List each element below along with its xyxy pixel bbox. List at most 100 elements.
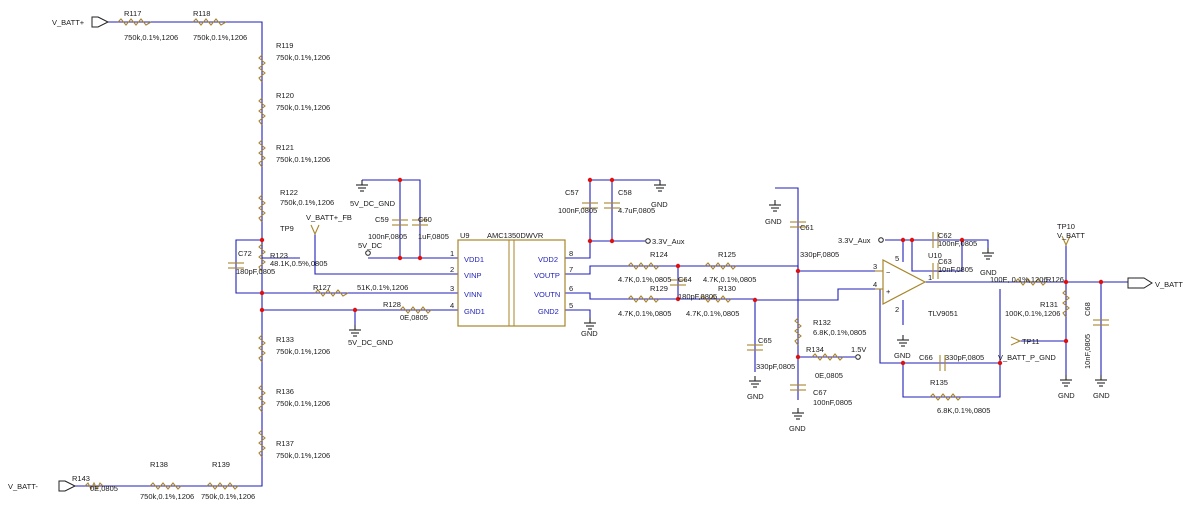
gnd-label-c62: GND xyxy=(980,268,997,277)
r127-value: 51K,0.1%,1206 xyxy=(357,283,408,292)
r123-value: 48.1K,0.5%,0805 xyxy=(270,259,328,268)
r137-ref: R137 xyxy=(276,439,294,448)
r134-value: 0E,0805 xyxy=(815,371,843,380)
r128-ref: R128 xyxy=(383,300,401,309)
r139-ref: R139 xyxy=(212,460,230,469)
c64-value: 180pF,0805 xyxy=(678,292,717,301)
c67-ref: C67 xyxy=(813,388,827,397)
r133-ref: R133 xyxy=(276,335,294,344)
tp11-label: TP11 xyxy=(1022,337,1039,346)
gnd-label-c67: GND xyxy=(789,424,806,433)
net-3v3-aux-a: 3.3V_Aux xyxy=(652,237,685,246)
r126-value: 100E, 0.1%,1206 xyxy=(990,275,1048,284)
c63-ref: C63 xyxy=(938,257,952,266)
c63-value: 10nF,0805 xyxy=(938,265,973,274)
u10-pin4: 4 xyxy=(873,280,877,289)
c68-ref: C68 xyxy=(1083,302,1092,316)
c58-ref: C58 xyxy=(618,188,632,197)
u9-pin-gnd2: GND2 xyxy=(538,307,559,316)
r127-ref: R127 xyxy=(313,283,331,292)
c72-ref: C72 xyxy=(238,249,252,258)
gnd-label-c68: GND xyxy=(1093,391,1110,400)
r125-ref: R125 xyxy=(718,250,736,259)
u9-pin8-num: 8 xyxy=(569,249,573,258)
net-1v5: 1.5V xyxy=(851,345,866,354)
u9-pin-vdd2: VDD2 xyxy=(538,255,558,264)
r131-ref: R131 xyxy=(1040,300,1058,309)
tp10-label: TP10 xyxy=(1057,222,1075,231)
r126-ref: R126 xyxy=(1046,275,1064,284)
u9-pin-voutn: VOUTN xyxy=(534,290,560,299)
gnd-label-u9: GND xyxy=(581,329,598,338)
junction-dots xyxy=(259,177,1104,366)
c61-ref: C61 xyxy=(800,223,814,232)
u9-pin-vinn: VINN xyxy=(464,290,482,299)
u9-pin7-num: 7 xyxy=(569,265,573,274)
u9-pin5-num: 5 xyxy=(569,301,573,310)
net-v-batt-fb: V_BATT+_FB xyxy=(306,213,352,222)
r118-ref: R118 xyxy=(193,9,210,18)
u9-pin-vdd1: VDD1 xyxy=(464,255,484,264)
net-5v-dc: 5V_DC xyxy=(358,241,383,250)
u10-pin5: 5 xyxy=(895,254,899,263)
r117-value: 750k,0.1%,1206 xyxy=(124,33,178,42)
gnd-label-c57: GND xyxy=(651,200,668,209)
r138-ref: R138 xyxy=(150,460,168,469)
v-batt-pos-connector xyxy=(91,16,110,28)
u10-pin2: 2 xyxy=(895,305,899,314)
u9-part: AMC1350DWVR xyxy=(487,231,544,240)
r134-ref: R134 xyxy=(806,345,824,354)
gnd-label-r131: GND xyxy=(1058,391,1075,400)
u10-part: TLV9051 xyxy=(928,309,958,318)
r118-value: 750k,0.1%,1206 xyxy=(193,33,247,42)
gnd-label-u10: GND xyxy=(894,351,911,360)
v-batt-out-connector xyxy=(1127,277,1153,289)
r120-ref: R120 xyxy=(276,91,294,100)
c61-value: 330pF,0805 xyxy=(800,250,839,259)
u9-labels: U9 AMC1350DWVR VDD1 VINP VINN GND1 1 2 3… xyxy=(450,231,573,316)
r125-value: 4.7K,0.1%,0805 xyxy=(703,275,756,284)
r128-value: 0E,0805 xyxy=(400,313,428,322)
c60-ref: C60 xyxy=(418,215,432,224)
u10-ref: U10 xyxy=(928,251,942,260)
net-v-batt-pos: V_BATT+ xyxy=(52,18,85,27)
c62-value: 100nF,0805 xyxy=(938,239,977,248)
net-v-batt-neg: V_BATT- xyxy=(8,482,38,491)
net-5v-gnd-bottom: 5V_DC_GND xyxy=(348,338,394,347)
r143-ref: R143 xyxy=(72,474,90,483)
tp9-label: TP9 xyxy=(280,224,294,233)
u9-pin-gnd1: GND1 xyxy=(464,307,485,316)
u9-pin-vinp: VINP xyxy=(464,271,482,280)
wires xyxy=(75,21,1128,487)
c58-value: 4.7uF,0805 xyxy=(618,206,655,215)
net-labels: V_BATT+ V_BATT- V_BATT V_BATT+_FB 5V_DC_… xyxy=(8,18,1183,491)
r117-ref: R117 xyxy=(124,9,141,18)
r132-ref: R132 xyxy=(813,318,831,327)
c62-ref: C62 xyxy=(938,231,952,240)
r136-ref: R136 xyxy=(276,387,294,396)
r119-value: 750k,0.1%,1206 xyxy=(276,53,330,62)
r124-ref: R124 xyxy=(650,250,668,259)
net-v-batt-p-gnd: V_BATT_P_GND xyxy=(998,353,1056,362)
c57-value: 100nF,0805 xyxy=(558,206,597,215)
r131-value: 100K,0.1%,1206 xyxy=(1005,309,1060,318)
r137-value: 750k,0.1%,1206 xyxy=(276,451,330,460)
v-batt-neg-connector xyxy=(58,480,77,492)
resistor-bodies xyxy=(84,18,1070,491)
c57-ref: C57 xyxy=(565,188,579,197)
r132-value: 6.8K,0.1%,0805 xyxy=(813,328,866,337)
net-3v3-aux-b: 3.3V_Aux xyxy=(838,236,871,245)
c59-value: 100nF,0805 xyxy=(368,232,407,241)
r139-value: 750k,0.1%,1206 xyxy=(201,492,255,501)
capacitor-bodies xyxy=(228,202,1109,391)
net-tp10-v-batt: V_BATT xyxy=(1057,231,1085,240)
u9-amc1350 xyxy=(457,239,566,327)
c65-value: 330pF,0805 xyxy=(756,362,795,371)
r129-value: 4.7K,0.1%,0805 xyxy=(618,309,671,318)
u9-ref: U9 xyxy=(460,231,470,240)
r130-value: 4.7K,0.1%,0805 xyxy=(686,309,739,318)
r135-value: 6.8K,0.1%,0805 xyxy=(937,406,990,415)
r119-ref: R119 xyxy=(276,41,293,50)
u10-minus-sign: − xyxy=(886,268,891,277)
